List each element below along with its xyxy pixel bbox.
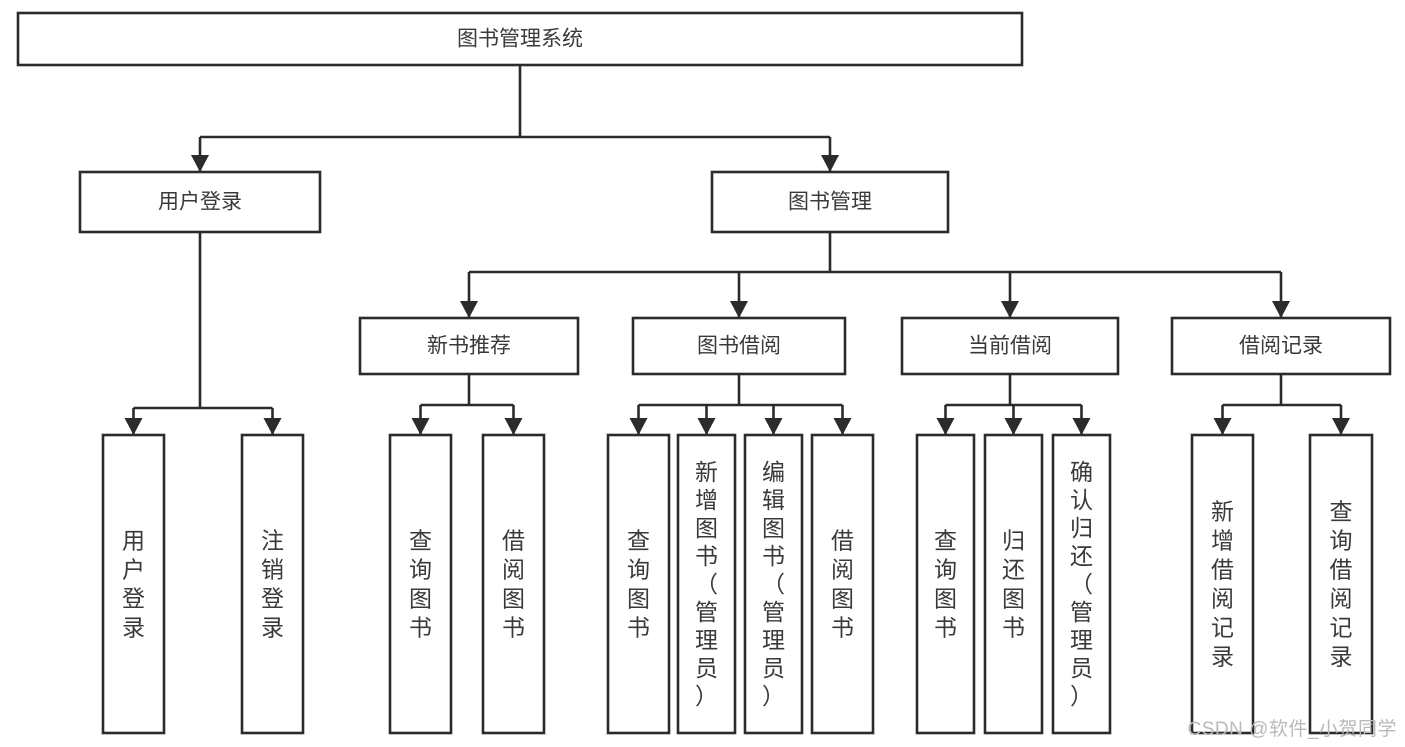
node-box-bb-query-book[interactable]: [606, 433, 671, 735]
node-label-bb-add-book: 新增图书（管理员）: [695, 459, 718, 709]
node-current-borrow[interactable]: 当前借阅: [900, 316, 1120, 376]
edge-arrowhead: [730, 301, 748, 318]
node-book-manage[interactable]: 图书管理: [710, 170, 950, 234]
node-label-nbr-borrow-book: 借阅图书: [502, 528, 525, 641]
edge-arrowhead: [124, 418, 143, 435]
node-box-user-login-do[interactable]: [101, 433, 166, 735]
node-cb-confirm-return[interactable]: 确认归还（管理员）: [1051, 433, 1112, 735]
node-label-new-book-recommend: 新书推荐: [427, 335, 511, 358]
node-new-book-recommend[interactable]: 新书推荐: [358, 316, 580, 376]
connector-layer: [124, 65, 1350, 435]
edge-arrowhead: [1272, 301, 1290, 318]
node-box-cb-return-book[interactable]: [983, 433, 1044, 735]
node-label-cb-return-book: 归还图书: [1002, 528, 1025, 641]
node-bb-add-book[interactable]: 新增图书（管理员）: [676, 433, 737, 735]
node-bb-query-book[interactable]: 查询图书: [606, 433, 671, 735]
edge-arrowhead: [460, 301, 478, 318]
edge-arrowhead: [697, 418, 716, 435]
node-book-borrow[interactable]: 图书借阅: [631, 316, 847, 376]
node-box-bb-edit-book[interactable]: [743, 433, 804, 735]
node-br-query-record[interactable]: 查询借阅记录: [1308, 433, 1374, 735]
node-label-book-borrow: 图书借阅: [697, 335, 781, 358]
node-label-nbr-query-book: 查询图书: [409, 528, 432, 641]
edge-arrowhead: [629, 418, 648, 435]
node-box-br-query-record[interactable]: [1308, 433, 1374, 735]
node-box-bb-add-book[interactable]: [676, 433, 737, 735]
node-nbr-query-book[interactable]: 查询图书: [388, 433, 453, 735]
edge-arrowhead: [936, 418, 955, 435]
edge-arrowhead: [263, 418, 282, 435]
node-borrow-record[interactable]: 借阅记录: [1170, 316, 1392, 376]
node-user-logout[interactable]: 注销登录: [240, 433, 305, 735]
node-label-cb-query-book: 查询图书: [934, 528, 957, 641]
node-box-root[interactable]: [16, 11, 1024, 67]
node-label-book-manage: 图书管理: [788, 191, 872, 214]
node-box-bb-borrow-book[interactable]: [810, 433, 875, 735]
edge-arrowhead: [1001, 301, 1019, 318]
node-box-new-book-recommend[interactable]: [358, 316, 580, 376]
edge-arrowhead: [1004, 418, 1023, 435]
node-label-user-logout: 注销登录: [261, 528, 284, 641]
node-label-current-borrow: 当前借阅: [968, 335, 1052, 358]
node-label-bb-edit-book: 编辑图书（管理员）: [762, 459, 785, 709]
node-label-br-add-record: 新增借阅记录: [1211, 499, 1234, 670]
node-label-user-login-do: 用户登录: [122, 528, 145, 641]
edge-arrowhead: [1213, 418, 1232, 435]
node-label-br-query-record: 查询借阅记录: [1330, 499, 1353, 670]
node-cb-return-book[interactable]: 归还图书: [983, 433, 1044, 735]
node-label-bb-query-book: 查询图书: [627, 528, 650, 641]
node-layer: 图书管理系统用户登录图书管理用户登录注销登录新书推荐图书借阅当前借阅借阅记录查询…: [16, 11, 1392, 735]
node-box-cb-query-book[interactable]: [915, 433, 976, 735]
edge-arrowhead: [833, 418, 852, 435]
edge-arrowhead: [191, 155, 209, 172]
node-box-book-borrow[interactable]: [631, 316, 847, 376]
node-box-cb-confirm-return[interactable]: [1051, 433, 1112, 735]
node-user-login-do[interactable]: 用户登录: [101, 433, 166, 735]
node-br-add-record[interactable]: 新增借阅记录: [1190, 433, 1255, 735]
node-nbr-borrow-book[interactable]: 借阅图书: [481, 433, 546, 735]
edge-arrowhead: [821, 155, 839, 172]
node-label-borrow-record: 借阅记录: [1239, 335, 1323, 358]
edge-arrowhead: [411, 418, 430, 435]
node-label-user-login: 用户登录: [158, 191, 242, 214]
node-box-borrow-record[interactable]: [1170, 316, 1392, 376]
node-bb-edit-book[interactable]: 编辑图书（管理员）: [743, 433, 804, 735]
node-box-user-logout[interactable]: [240, 433, 305, 735]
node-root[interactable]: 图书管理系统: [16, 11, 1024, 67]
node-box-book-manage[interactable]: [710, 170, 950, 234]
edge-arrowhead: [504, 418, 523, 435]
node-box-br-add-record[interactable]: [1190, 433, 1255, 735]
node-label-root: 图书管理系统: [457, 28, 583, 51]
edge-arrowhead: [1332, 418, 1350, 435]
edge-arrowhead: [1072, 418, 1091, 435]
node-label-cb-confirm-return: 确认归还（管理员）: [1070, 459, 1093, 709]
node-label-bb-borrow-book: 借阅图书: [831, 528, 854, 641]
node-box-nbr-query-book[interactable]: [388, 433, 453, 735]
node-box-nbr-borrow-book[interactable]: [481, 433, 546, 735]
node-box-user-login[interactable]: [78, 170, 322, 234]
node-bb-borrow-book[interactable]: 借阅图书: [810, 433, 875, 735]
edge-arrowhead: [764, 418, 783, 435]
node-user-login[interactable]: 用户登录: [78, 170, 322, 234]
node-box-current-borrow[interactable]: [900, 316, 1120, 376]
node-cb-query-book[interactable]: 查询图书: [915, 433, 976, 735]
